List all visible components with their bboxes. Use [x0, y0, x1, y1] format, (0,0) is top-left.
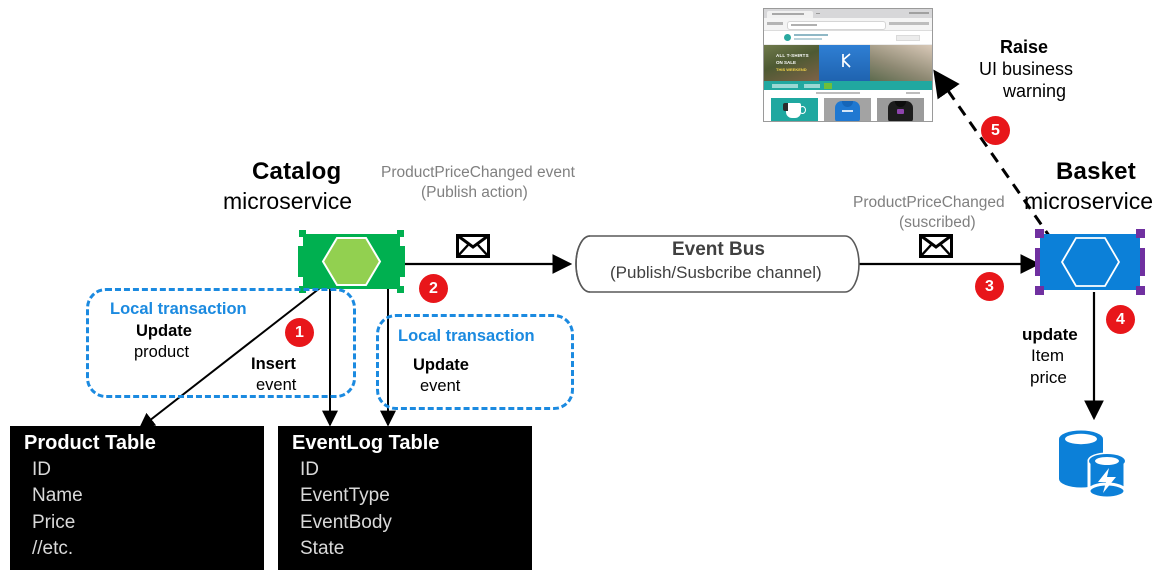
product-table-column: Name [32, 485, 83, 507]
site-logo-icon [784, 33, 791, 41]
basket-service-title: Basket [1056, 158, 1136, 185]
eventlog-table-column: ID [300, 459, 319, 480]
eventlog-table-column: EventType [300, 485, 390, 507]
product-table-column: //etc. [32, 537, 74, 559]
catalog-microservice-shape[interactable] [298, 230, 405, 293]
basket-service-subtitle: microservice [1024, 188, 1154, 214]
step-badge-4: 4 [1106, 305, 1135, 334]
step-badge-2: 2 [419, 274, 448, 303]
dotnet-bot-icon [842, 53, 851, 68]
publish-label-line1: ProductPriceChanged event [381, 164, 575, 181]
browser-tabbar [764, 9, 932, 18]
envelope-icon [919, 234, 953, 258]
local-transaction-2-header: Local transaction [398, 327, 535, 345]
login-button [896, 35, 920, 41]
product-table-column: Price [32, 511, 76, 533]
window-controls-icon [909, 12, 929, 14]
raise-warning-line1: Raise [1000, 37, 1049, 57]
basket-microservice-shape[interactable] [1035, 229, 1145, 295]
hexagon-icon [1060, 237, 1121, 287]
filter-apply-button [824, 82, 832, 89]
event-bus-subtitle: (Publish/Susbcribe channel) [610, 263, 822, 282]
local-transaction-update-event [376, 314, 574, 410]
product-card [824, 98, 871, 121]
local-transaction-update-product [86, 288, 356, 398]
local-transaction-2-object: event [420, 377, 461, 395]
update-item-line2: Item [1031, 346, 1065, 365]
subscribe-label-line1: ProductPriceChanged [853, 194, 1005, 211]
browser-tab [767, 10, 813, 18]
hexagon-icon [321, 237, 382, 286]
product-card [771, 98, 818, 121]
hero-line2: ON SALE [776, 60, 797, 65]
step-badge-5: 5 [981, 116, 1010, 145]
eventlog-table: EventLog Table ID EventType EventBody St… [278, 426, 532, 570]
publish-label-line2: (Publish action) [421, 184, 528, 201]
url-field [787, 20, 886, 30]
product-table-title: Product Table [24, 432, 156, 454]
browser-addressbar [764, 18, 932, 31]
filter-bar [764, 81, 932, 90]
results-bar [764, 90, 932, 97]
new-tab-icon [816, 12, 820, 14]
insert-event-object: event [256, 376, 297, 394]
raise-warning-line3: warning [1003, 81, 1067, 101]
event-bus-title: Event Bus [672, 239, 765, 260]
local-transaction-1-action: Update [136, 322, 192, 340]
browser-window-icon: ALL T-SHIRTS ON SALE THIS WEEKEND [763, 8, 933, 122]
local-transaction-1-header: Local transaction [110, 300, 247, 318]
update-item-line1: update [1022, 325, 1078, 344]
insert-event-action: Insert [251, 355, 296, 373]
hero-line3: THIS WEEKEND [776, 67, 807, 72]
subscribe-label-line2: (suscribed) [899, 214, 976, 231]
product-table: Product Table ID Name Price //etc. [10, 426, 264, 570]
site-header [764, 31, 932, 45]
product-table-column: ID [32, 459, 51, 480]
update-item-line3: price [1030, 368, 1067, 387]
step-badge-1: 1 [285, 318, 314, 347]
eventlog-table-column: EventBody [300, 511, 392, 533]
toolbar-icons [889, 22, 929, 25]
product-card [877, 98, 924, 121]
local-transaction-1-object: product [134, 343, 190, 361]
nav-buttons-icon [767, 22, 783, 25]
raise-warning-line2: UI business [979, 59, 1074, 79]
azure-cache-redis-icon [1059, 430, 1127, 499]
hero-banner: ALL T-SHIRTS ON SALE THIS WEEKEND [764, 45, 932, 81]
hero-line1: ALL T-SHIRTS [776, 53, 809, 58]
catalog-service-subtitle: microservice [223, 188, 353, 214]
eventlog-table-column: State [300, 537, 345, 559]
envelope-icon [456, 234, 490, 258]
step-badge-3: 3 [975, 272, 1004, 301]
eventlog-table-title: EventLog Table [292, 432, 440, 454]
local-transaction-2-action: Update [413, 356, 469, 374]
product-grid [764, 97, 932, 121]
catalog-service-title: Catalog [252, 158, 342, 185]
